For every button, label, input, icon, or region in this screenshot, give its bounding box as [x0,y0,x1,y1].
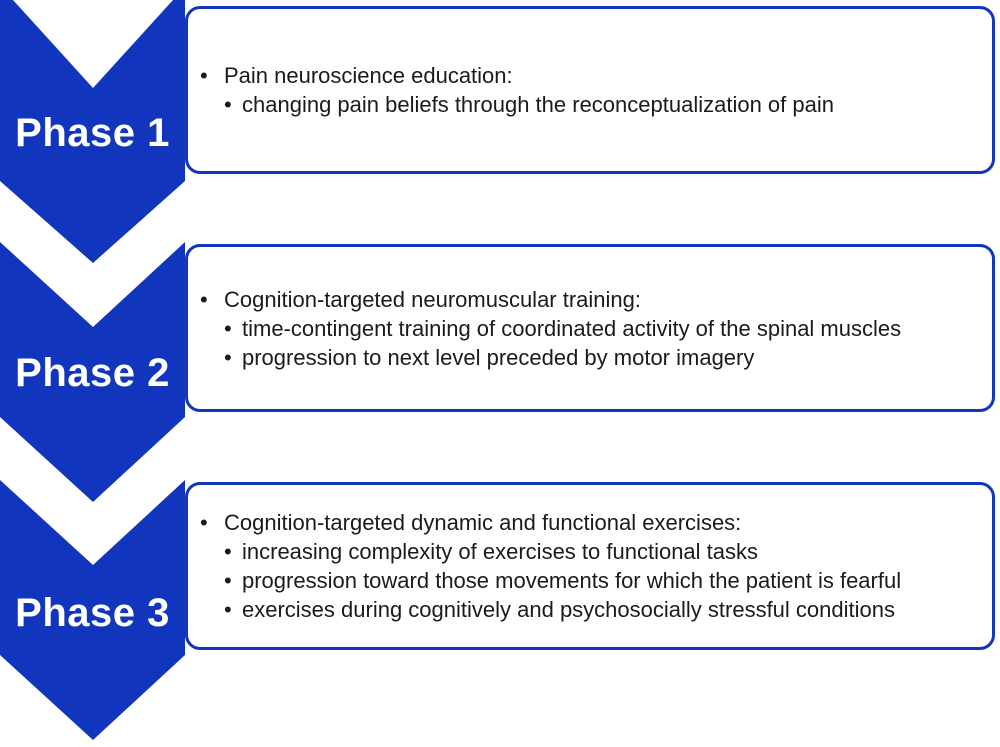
bullet-item-text: progression to next level preceded by mo… [242,344,755,370]
bullet-item: • exercises during cognitively and psycho… [194,595,986,624]
phase-1-chevron-icon [0,0,185,263]
bullet-icon: • [224,539,232,564]
bullet-icon: • [200,286,208,312]
bullet-item-text: Pain neuroscience education: [224,63,513,88]
bullet-item: • progression to next level preceded by m… [194,343,986,372]
bullet-item-text: progression toward those movements for w… [242,568,902,593]
bullet-item: • Pain neuroscience education: [194,61,986,90]
bullet-item: • Cognition-targeted neuromuscular traini… [194,285,986,314]
bullet-item: • increasing complexity of exercises to f… [194,537,986,566]
phase-3-chevron-icon [0,480,185,740]
phase-2-box: • Cognition-targeted neuromuscular traini… [185,244,995,412]
bullet-item-text: time-contingent training of coordinated … [242,315,902,341]
bullet-item-text: Cognition-targeted dynamic and functiona… [224,510,742,535]
phase-2-content: • Cognition-targeted neuromuscular traini… [188,247,992,409]
bullet-item-text: Cognition-targeted neuromuscular trainin… [224,286,642,312]
phase-3-box: • Cognition-targeted dynamic and function… [185,482,995,650]
bullet-item: • changing pain beliefs through the recon… [194,90,986,119]
phase-2-chevron-icon [0,242,185,502]
phase-1-label: Phase 1 [15,111,170,155]
phase-3-label: Phase 3 [15,591,170,635]
chevron-column [0,0,185,740]
bullet-item-text: changing pain beliefs through the reconc… [242,92,834,117]
phase-1-content: • Pain neuroscience education: • changing p… [188,9,992,171]
bullet-icon: • [200,63,208,88]
phase-3-content: • Cognition-targeted dynamic and function… [188,485,992,647]
bullet-icon: • [224,344,232,370]
bullet-item: • progression toward those movements for … [194,566,986,595]
bullet-icon: • [224,568,232,593]
bullet-item-text: increasing complexity of exercises to fu… [242,539,759,564]
bullet-icon: • [224,315,232,341]
phase-1-box: • Pain neuroscience education: • changing p… [185,6,995,174]
bullet-icon: • [224,92,232,117]
bullet-item: • Cognition-targeted dynamic and function… [194,508,986,537]
phase-2-label: Phase 2 [15,351,170,395]
bullet-icon: • [200,510,208,535]
bullet-item: • time-contingent training of coordinated… [194,314,986,343]
bullet-item-text: exercises during cognitively and psychos… [242,597,895,622]
bullet-icon: • [224,597,232,622]
